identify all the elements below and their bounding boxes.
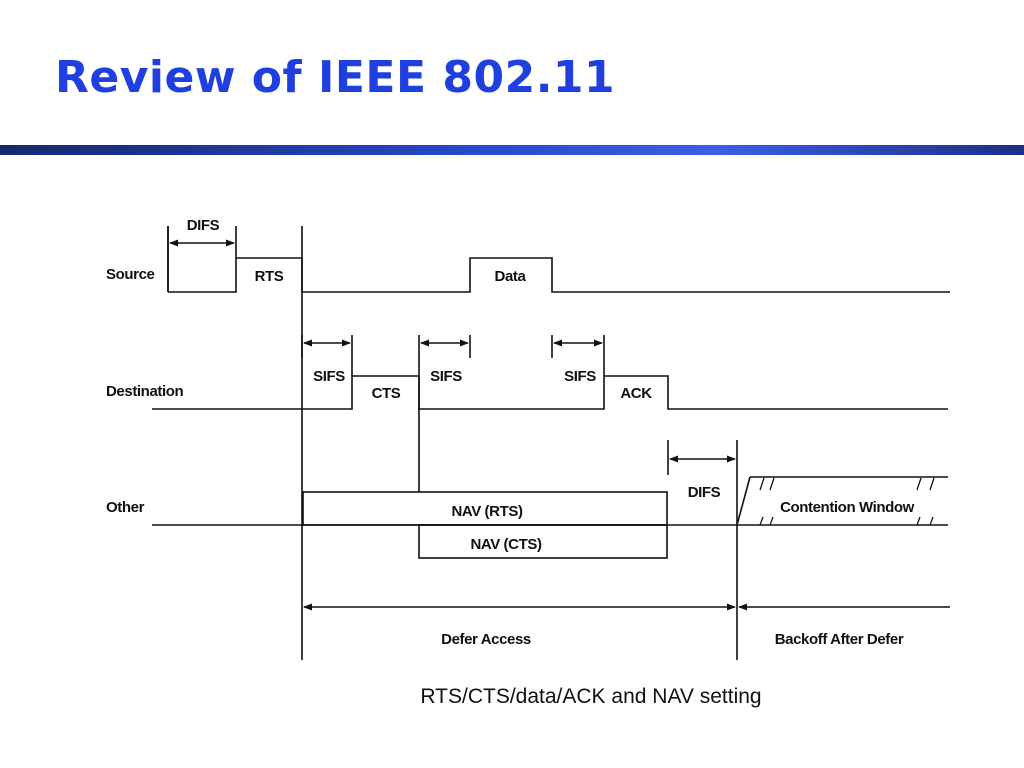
backoff-after-defer-label: Backoff After Defer <box>775 631 904 648</box>
contention-window-slot-marks <box>759 477 935 526</box>
slide-title: Review of IEEE 802.11 <box>55 52 616 103</box>
source-label: Source <box>106 266 155 283</box>
rts-frame-label: RTS <box>255 268 284 285</box>
nav-cts-box <box>418 524 668 559</box>
destination-signal <box>152 375 948 410</box>
difs-right-label: DIFS <box>688 484 721 501</box>
contention-window-slope <box>736 476 751 526</box>
sifs3-label: SIFS <box>564 368 596 385</box>
source-signal <box>168 257 950 293</box>
ack-frame-label: ACK <box>620 385 652 402</box>
cts-frame-label: CTS <box>372 385 401 402</box>
data-frame-label: Data <box>495 268 527 285</box>
nav-rts-label: NAV (RTS) <box>451 503 523 520</box>
sifs1-label: SIFS <box>313 368 345 385</box>
sifs2-label: SIFS <box>430 368 462 385</box>
destination-label: Destination <box>106 383 184 400</box>
nav-cts-label: NAV (CTS) <box>470 536 542 553</box>
defer-access-label: Defer Access <box>441 631 531 648</box>
other-label: Other <box>106 499 145 516</box>
title-divider <box>0 145 1024 155</box>
difs-top-label: DIFS <box>187 217 220 234</box>
contention-window-label: Contention Window <box>780 499 915 516</box>
diagram-caption: RTS/CTS/data/ACK and NAV setting <box>420 685 761 708</box>
